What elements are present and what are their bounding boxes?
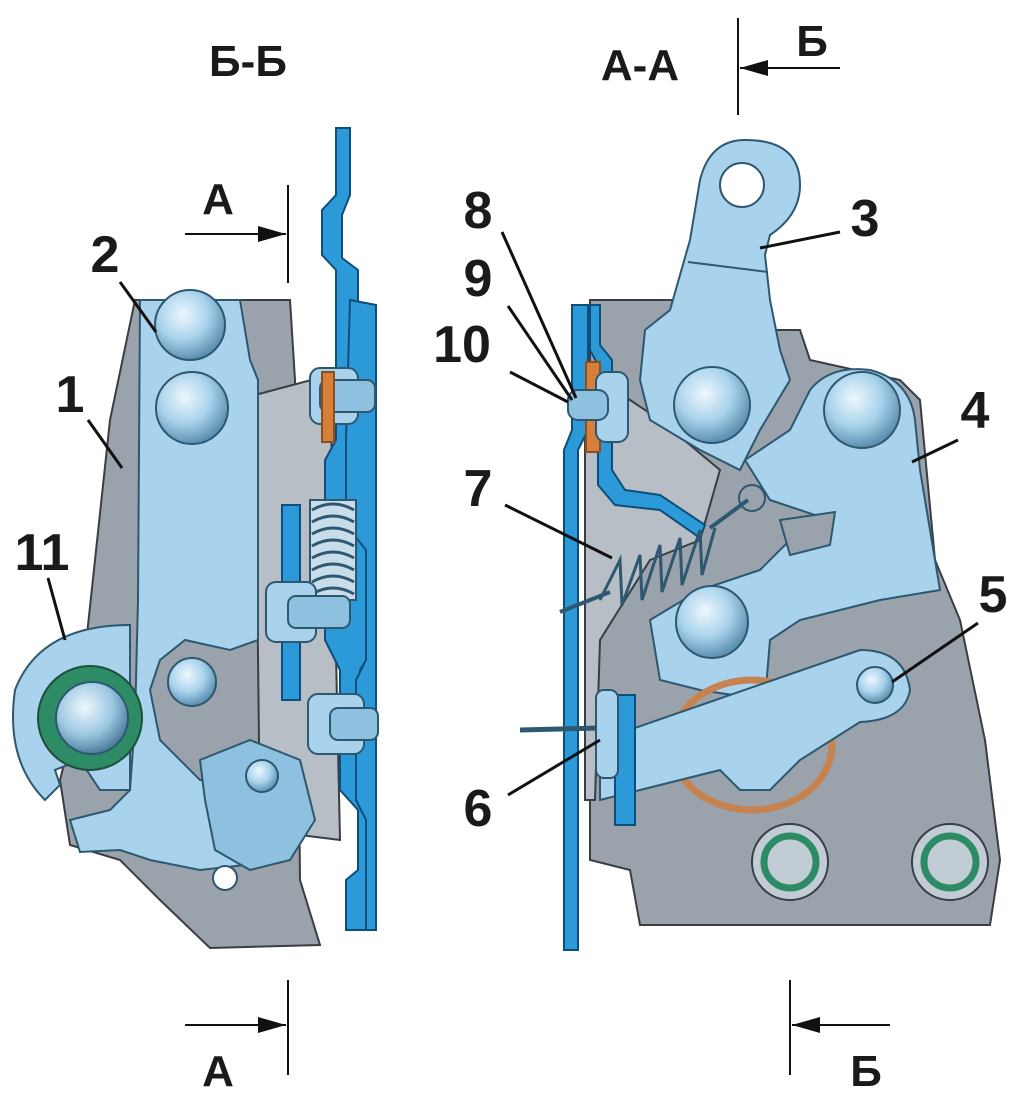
leader-11 [46,577,67,641]
leader-4 [911,438,959,464]
pin-left-top [309,367,376,443]
rivet-left-lower [245,759,279,793]
leader-10 [509,370,569,404]
door-panel-right [563,304,589,951]
bushing-bottom-left [751,823,829,901]
callout-4: 4 [961,382,990,440]
rivet-right-c [675,585,749,659]
callout-10: 10 [433,316,491,374]
cut-label-a-bottom: А [202,1047,234,1096]
leader-6 [507,738,601,797]
leader-8 [500,231,578,399]
section-title-bb: Б-Б [209,37,287,86]
lever-4-slot [778,510,837,557]
leader-5 [891,621,979,684]
pin-left-middle [265,581,351,643]
bushing-core-11 [55,681,129,755]
cut-label-b-bottom: Б [850,1047,882,1096]
rivet-lever-5 [856,666,894,704]
callout-2: 2 [91,226,120,284]
cut-label-a-top: А [202,175,234,224]
rivet-left-top [154,289,226,361]
rivet-right-b [823,371,901,449]
cut-label-b-top: Б [796,17,828,66]
lever-5 [599,648,912,802]
leader-7 [504,503,613,560]
lock-ratchet-left [198,738,317,872]
callout-1: 1 [56,366,85,424]
pin-left-lower [307,693,379,755]
leader-1 [86,419,124,469]
rivet-right-a [673,366,751,444]
right-view-section-aa [519,138,1002,951]
spring-anchor-hole [738,484,766,512]
callout-8: 8 [464,182,493,240]
section-title-aa: А-А [601,41,679,90]
leader-9 [506,305,574,401]
callout-11: 11 [15,524,70,582]
rivet-left-middle [167,657,217,707]
cut-marker-b-bottom [789,980,890,1075]
cut-marker-a-top [185,185,289,283]
callout-5: 5 [979,566,1008,624]
callout-9: 9 [464,250,493,308]
rivet-left-upper [155,371,229,445]
bushing-bottom-right [911,823,989,901]
cut-marker-b-top [737,18,840,115]
spring-7 [559,498,750,614]
pivot-hole-left [212,865,238,891]
callout-6: 6 [464,780,493,838]
pin-right-top [567,361,629,453]
leader-2 [118,281,158,333]
callout-3: 3 [851,190,880,248]
lever-3-hole [719,162,765,208]
lever-3-bend-line [687,261,769,273]
leader-3 [759,230,841,250]
pin-6 [519,689,619,779]
spring-left-view [309,499,357,601]
cut-marker-a-bottom [185,980,289,1075]
left-view-section-bb [12,127,379,950]
callout-7: 7 [464,460,493,518]
